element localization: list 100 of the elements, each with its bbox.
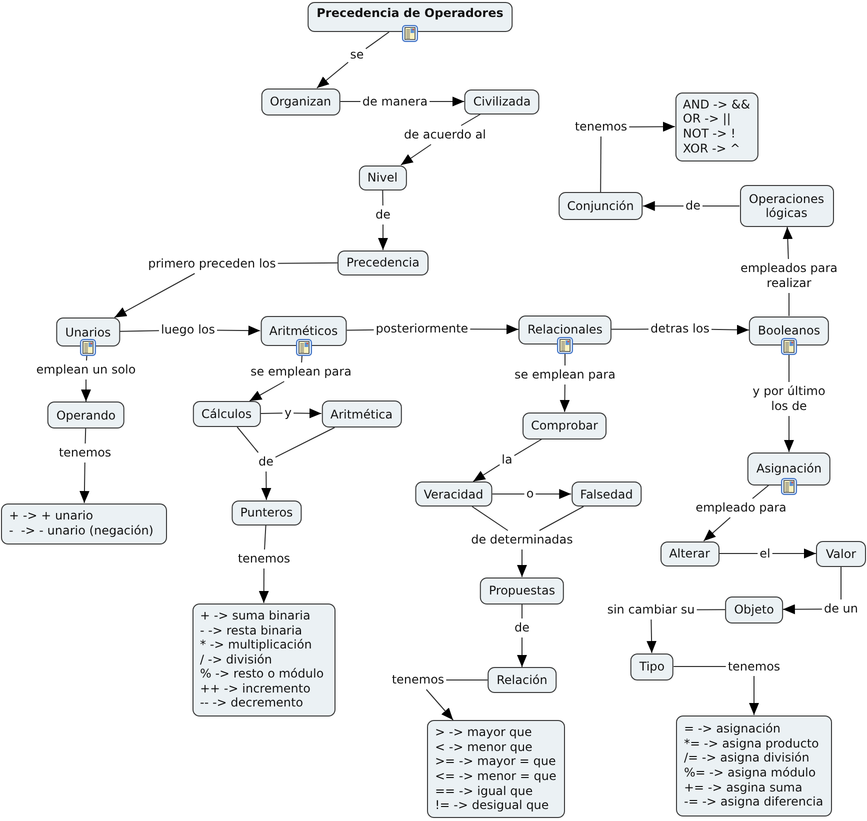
- connector-line: [840, 566, 842, 600]
- operator-text: = -> asignación: [684, 722, 780, 736]
- connector-line: [365, 32, 390, 50]
- linking-phrase: de un: [824, 602, 858, 616]
- operator-text: OR -> ||: [682, 112, 731, 126]
- arrow: [703, 517, 731, 542]
- operator-text: %= -> asigna módulo: [684, 766, 816, 780]
- concept-box: [630, 653, 674, 680]
- linking-phrase: se: [350, 48, 364, 62]
- connector-line: [84, 428, 86, 444]
- connector-line: [718, 553, 758, 554]
- operator-text: XOR -> ^: [682, 141, 740, 156]
- arrow: [400, 144, 432, 166]
- arrow: [429, 96, 465, 106]
- concept-box: [676, 715, 832, 816]
- arrow: [560, 384, 570, 412]
- concept-box: [427, 720, 565, 818]
- connector-line: [460, 114, 482, 126]
- arrow: [782, 604, 822, 614]
- concept-label: Propuestas: [488, 584, 556, 598]
- connector-line: [538, 506, 584, 531]
- operator-text: != -> desigual que: [435, 798, 549, 813]
- concept-box: [56, 318, 120, 346]
- linking-phrase: emplean un solo: [36, 362, 136, 378]
- operator-text: -- -> decremento: [200, 696, 304, 711]
- arrow: [749, 676, 759, 716]
- concept-box: [816, 540, 866, 566]
- concept-label: Alterar: [669, 546, 710, 560]
- linking-phrase: y por último los de: [752, 384, 826, 414]
- concept-box: [321, 400, 402, 428]
- linking-phrase: sin cambiar su: [607, 602, 695, 618]
- concept-label: Organizan: [270, 94, 332, 108]
- concept-label: Tipo: [639, 660, 665, 674]
- arrow: [258, 568, 269, 604]
- concept-box: [725, 596, 783, 623]
- linking-phrase: de determinadas: [471, 532, 573, 548]
- connector-line: [788, 354, 790, 382]
- arrow: [249, 381, 285, 402]
- concept-label: Civilizada: [473, 94, 531, 108]
- linking-phrase: primero preceden los: [148, 256, 276, 272]
- concept-label: Valor: [826, 546, 856, 560]
- concept-label: Precedencia de Operadores: [316, 6, 504, 20]
- concept-box: [1, 503, 167, 544]
- operator-text: == -> igual que: [435, 784, 533, 798]
- concept-box: [518, 315, 612, 344]
- arrow: [642, 201, 684, 211]
- concept-label: Conjunción: [567, 199, 634, 213]
- concept-box: [192, 603, 335, 716]
- connector-line: [696, 609, 726, 610]
- concept-box: [338, 250, 428, 275]
- linking-phrase: detras los: [650, 322, 710, 336]
- linking-phrase: empleados para realizar: [739, 261, 839, 291]
- concept-box: [571, 482, 642, 506]
- operator-text: /= -> asigna división: [684, 750, 810, 766]
- concept-label: Punteros: [240, 506, 293, 520]
- concept-label: Cálculos: [201, 407, 252, 421]
- arrow: [261, 471, 272, 500]
- concept-label: Precedencia: [346, 256, 420, 270]
- arrow: [782, 226, 793, 260]
- connector-line: [788, 292, 790, 316]
- arrow: [784, 416, 794, 452]
- operator-text: < -> menor que: [435, 740, 532, 754]
- arrow: [772, 548, 816, 558]
- connector-line: [277, 262, 338, 264]
- operator-text: -= -> asigna diferencia: [684, 794, 824, 810]
- arrow: [470, 324, 519, 334]
- concept-label: Booleanos: [758, 324, 820, 338]
- operator-text: + -> suma binaria: [200, 608, 310, 624]
- linking-phrase: tenemos: [58, 446, 112, 460]
- connector-line: [514, 438, 542, 456]
- concept-box: [488, 667, 556, 693]
- concept-box: [558, 192, 643, 220]
- linking-phrase: de: [514, 620, 530, 636]
- concept-label: Aritméticos: [269, 324, 338, 338]
- linking-phrase: posteriormente: [376, 322, 468, 336]
- operator-text: + -> + unario: [9, 508, 94, 524]
- arrow: [114, 273, 196, 318]
- connector-line: [236, 426, 259, 453]
- linking-phrase: de: [686, 198, 700, 214]
- connector-line: [752, 484, 770, 499]
- concept-box: [192, 401, 261, 427]
- connector-line: [564, 353, 566, 366]
- linking-phrase: empleado para: [696, 500, 786, 516]
- connector-line: [301, 355, 302, 363]
- arrow: [628, 122, 676, 132]
- operator-text: += -> asgina suma: [684, 780, 802, 795]
- operator-text: - -> - unario (negación): [9, 524, 154, 538]
- concept-box: [740, 185, 834, 227]
- linking-phrase: tenemos: [574, 120, 628, 134]
- connector-line: [673, 666, 726, 667]
- concept-label: Unarios: [65, 325, 111, 339]
- linking-phrase: el: [760, 546, 770, 561]
- concept-box: [748, 316, 830, 345]
- concept-label: Operando: [56, 408, 116, 422]
- concept-label: Relación: [496, 673, 548, 687]
- concept-box: [674, 92, 758, 161]
- concept-box: [480, 577, 564, 604]
- connector-line: [382, 190, 384, 206]
- concept-box: [47, 402, 125, 428]
- concept-box: [358, 165, 407, 190]
